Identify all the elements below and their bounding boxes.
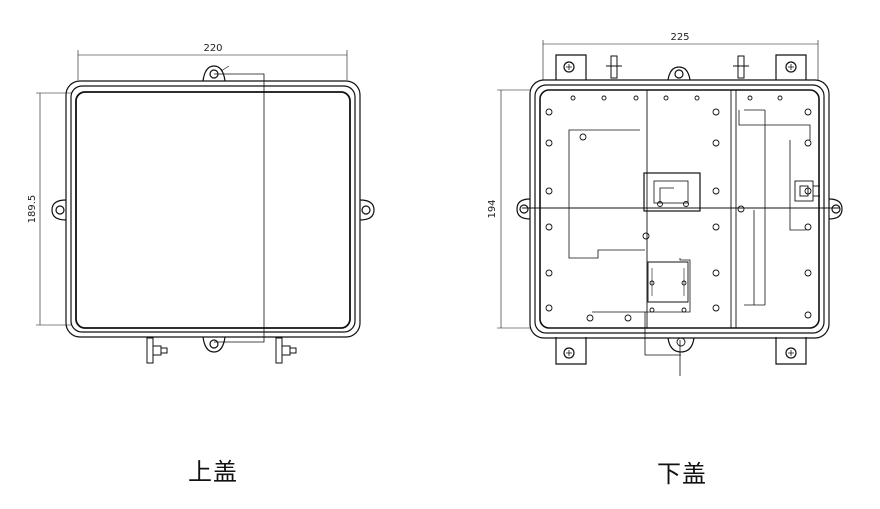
top-mount-ear-bottom <box>202 336 226 353</box>
bottom-outer-housing <box>529 79 830 339</box>
bottom-center-module <box>643 172 701 303</box>
top-cover-drawing: 220 189.5 <box>27 43 375 364</box>
bottom-corner-tabs <box>555 54 807 365</box>
top-connector-left <box>146 337 168 364</box>
top-mount-ear-right <box>359 199 375 221</box>
top-connector-right <box>275 337 297 364</box>
bottom-cover-drawing: 225 194 <box>487 32 843 376</box>
bottom-mid-outline <box>534 84 825 334</box>
top-mid-outline <box>70 85 356 333</box>
bottom-inner-panel <box>539 89 820 329</box>
bottom-height-dimension <box>497 89 530 329</box>
top-inner-panel <box>75 91 351 329</box>
bottom-mount-ear-top <box>667 66 691 81</box>
bottom-top-studs <box>606 55 749 79</box>
top-cover-caption: 上盖 <box>188 458 238 486</box>
top-outer-housing <box>65 80 361 338</box>
top-height-label: 189.5 <box>27 195 38 224</box>
bottom-partitions <box>522 90 840 328</box>
top-width-dimension <box>77 50 348 80</box>
bottom-width-dimension <box>542 40 819 80</box>
top-leader-line <box>214 73 265 343</box>
bottom-height-label: 194 <box>487 199 498 218</box>
bottom-screw-posts <box>545 95 812 347</box>
bottom-mount-ear-right <box>828 198 843 220</box>
bottom-cover-caption: 下盖 <box>657 460 707 488</box>
bottom-mount-ear-bottom <box>667 337 695 353</box>
top-mount-ear-top <box>202 65 226 82</box>
bottom-width-label: 225 <box>670 32 689 43</box>
top-width-label: 220 <box>203 43 222 54</box>
bottom-mount-ear-left <box>516 198 531 220</box>
top-mount-ear-left <box>51 199 67 221</box>
bottom-right-connector <box>794 180 820 202</box>
bottom-wiring <box>568 109 811 376</box>
